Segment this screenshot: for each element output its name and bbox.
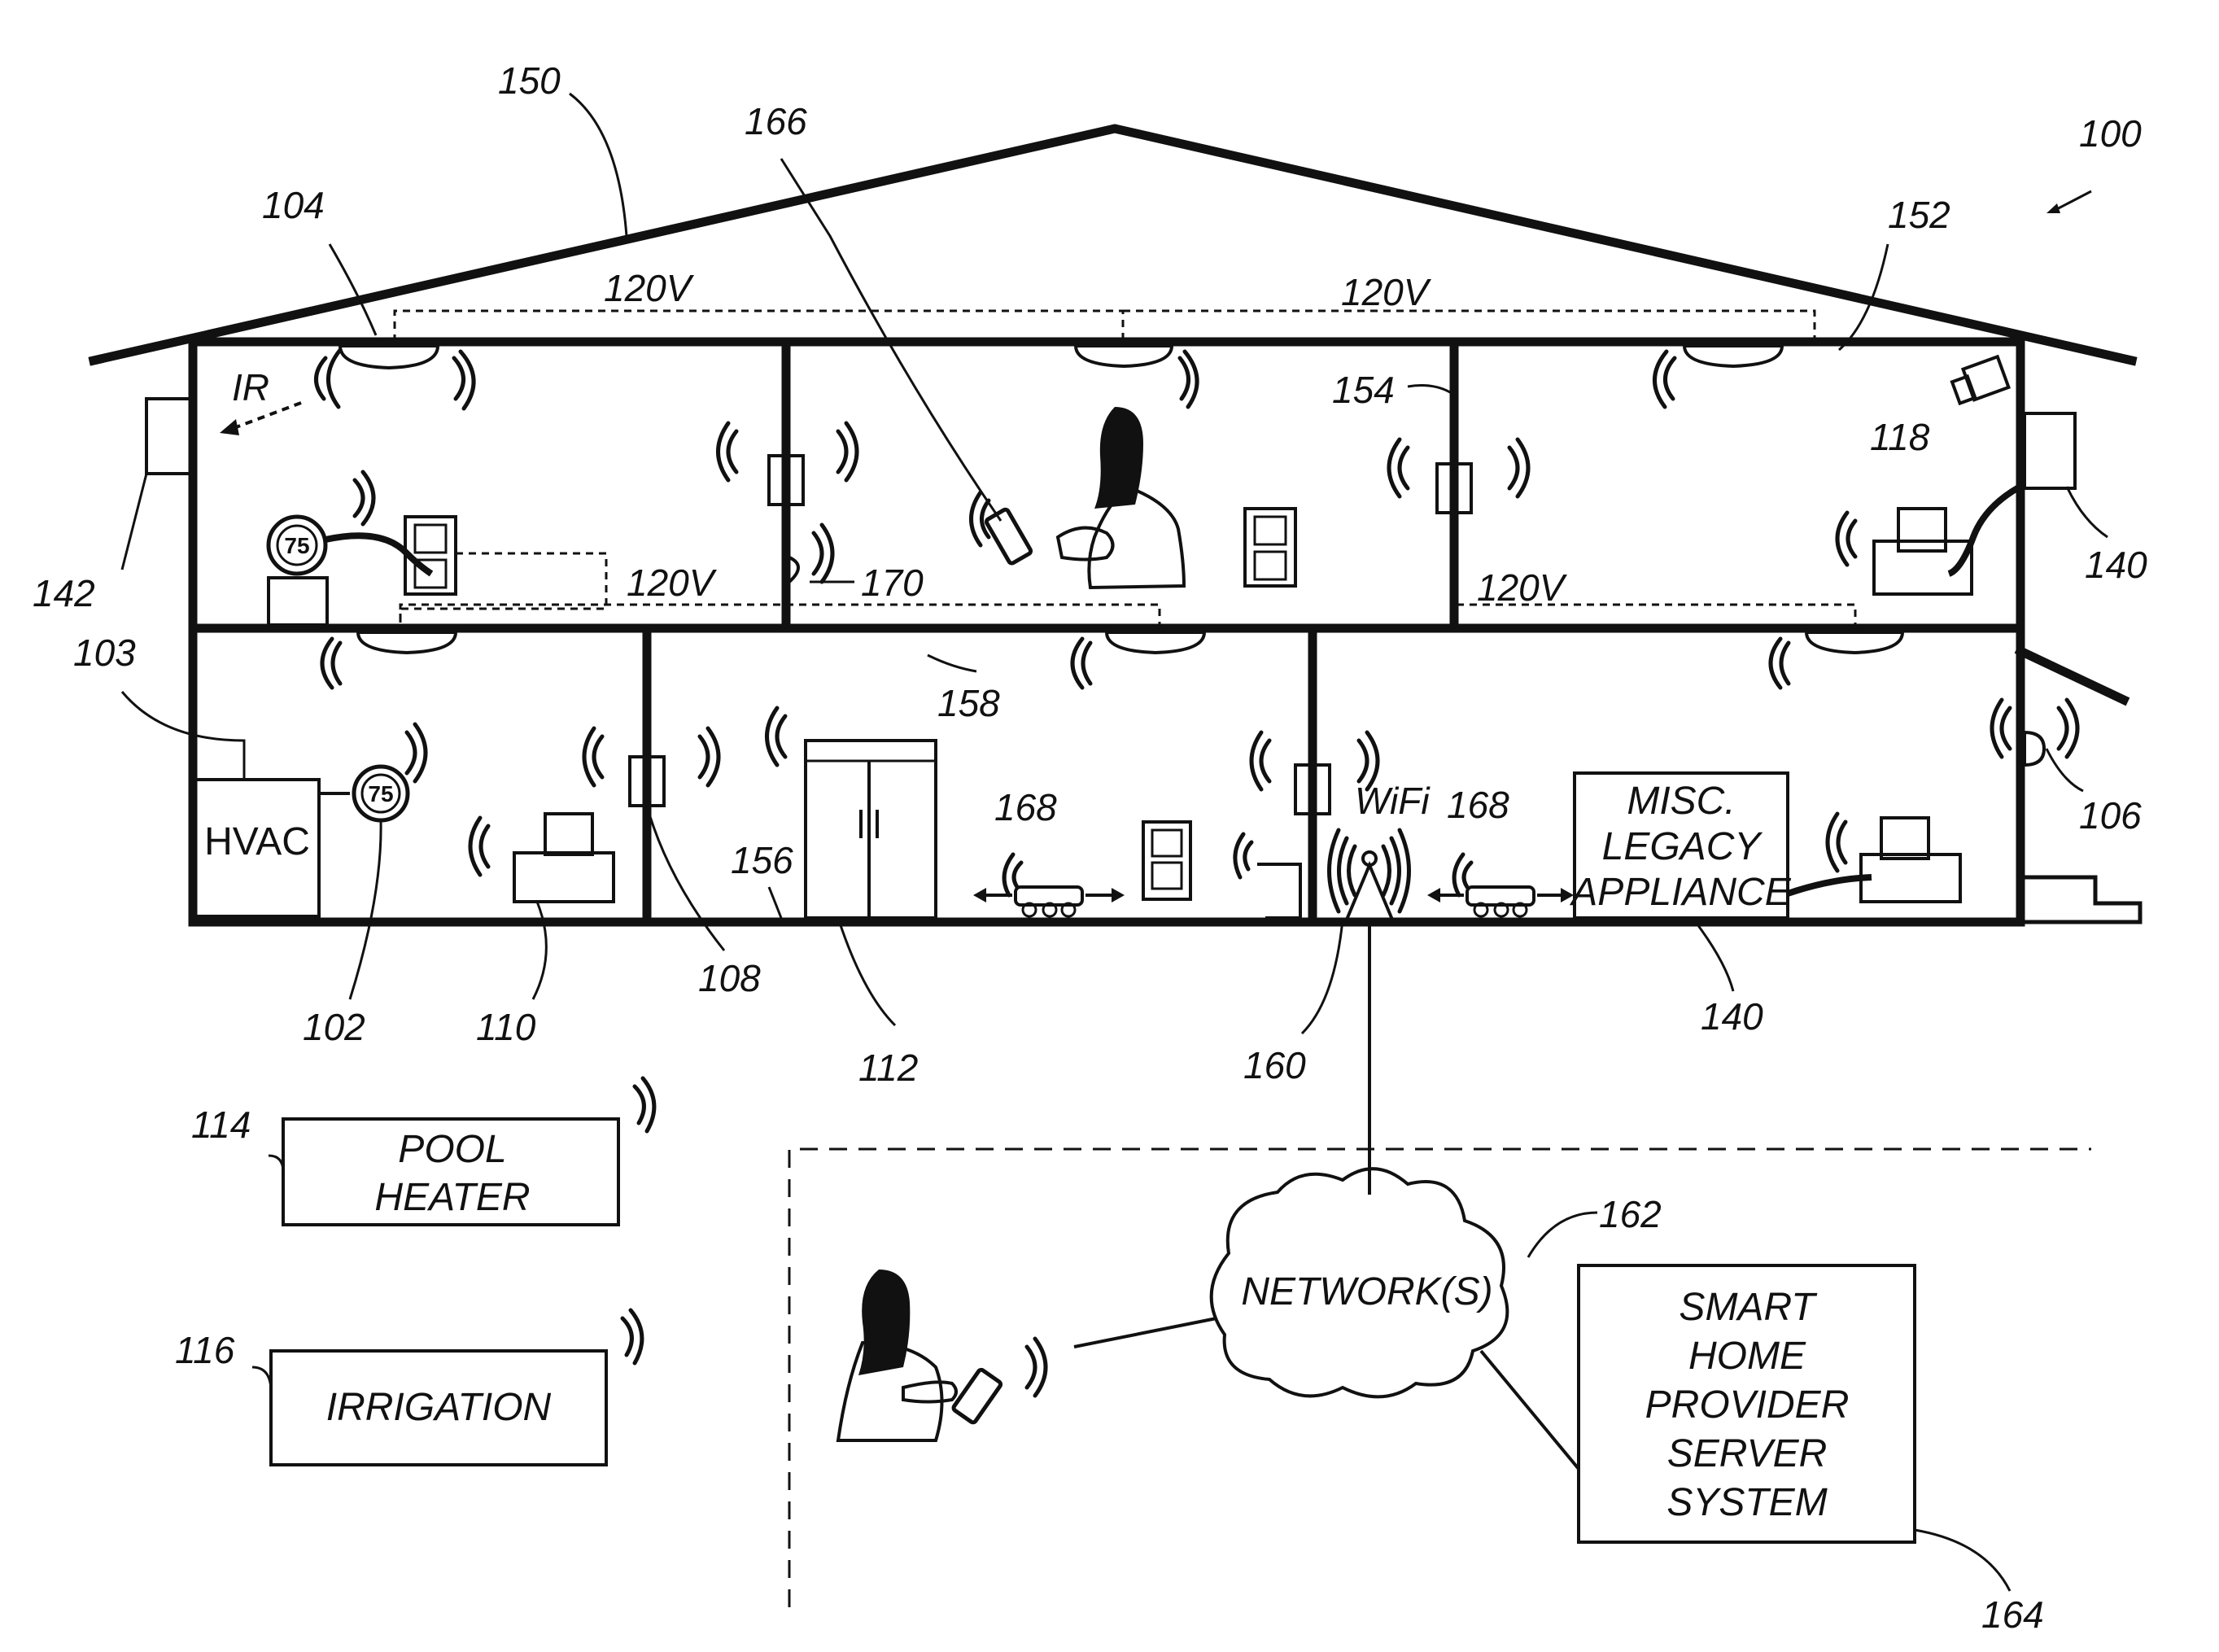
leader-lines: [122, 94, 2108, 1591]
misc-legacy-line3: APPLIANCE: [1569, 871, 1791, 914]
ref-102: 102: [303, 1006, 365, 1048]
small-device: [1257, 864, 1300, 918]
robot-right: [1427, 887, 1574, 916]
ref-112: 112: [858, 1047, 918, 1089]
voltage-labels: 120V 120V 120V 120V: [604, 267, 1568, 609]
ref-154: 154: [1332, 369, 1395, 411]
outside-systems: NETWORK(S) SMART HOME PROVIDER SERVER SY…: [271, 922, 2091, 1607]
ref-110: 110: [476, 1006, 536, 1048]
ref-103: 103: [73, 632, 136, 674]
ref-168b: 168: [1447, 784, 1509, 826]
pool-heater-line2: HEATER: [374, 1176, 530, 1219]
ref-156: 156: [731, 839, 793, 881]
ref-164: 164: [1981, 1593, 2044, 1636]
thermostat-bottom-value: 75: [368, 781, 393, 806]
ref-100: 100: [2079, 112, 2142, 155]
ref-140b: 140: [1701, 995, 1763, 1038]
roof: [94, 129, 2132, 361]
outdoor-device-140: [2025, 413, 2075, 488]
server-line3: PROVIDER: [1645, 1383, 1850, 1427]
voltage-4: 120V: [1477, 566, 1568, 609]
outlet-upper-middle: [1245, 509, 1295, 586]
wiring-top-left: [395, 311, 1123, 342]
misc-legacy-line2: LEGACY: [1602, 825, 1763, 868]
ref-170: 170: [861, 562, 924, 604]
hazard-detector-5: [1107, 632, 1204, 653]
ref-150: 150: [498, 59, 561, 102]
person-inside: [1058, 407, 1184, 588]
smart-plug-110: [514, 853, 614, 902]
doorbell-106: [2025, 732, 2044, 765]
voltage-3: 120V: [627, 562, 718, 604]
wireless-waves: [316, 350, 2077, 1396]
hazard-detector-1: [340, 346, 438, 368]
camera-118: [1952, 356, 2008, 403]
server-line4: SERVER: [1667, 1432, 1828, 1475]
outlet-110: [545, 814, 592, 854]
sensor-170: [789, 557, 798, 582]
server-line2: HOME: [1688, 1335, 1806, 1378]
thermostat-top-value: 75: [284, 533, 309, 558]
porch-steps: [2020, 877, 2140, 922]
ref-114: 114: [191, 1104, 251, 1146]
house-structure: [94, 129, 2140, 922]
pool-heater-line1: POOL: [398, 1128, 506, 1171]
ref-152: 152: [1888, 194, 1950, 236]
ref-116: 116: [175, 1329, 235, 1371]
network-to-person: [1074, 1318, 1217, 1347]
outdoor-device-142: [146, 399, 191, 474]
tablet-outside: [953, 1369, 1002, 1424]
server-line5: SYSTEM: [1666, 1481, 1827, 1524]
ref-140a: 140: [2085, 544, 2147, 586]
tablet-166: [985, 509, 1032, 565]
ir-signal: IR: [220, 366, 301, 435]
voltage-2: 120V: [1341, 271, 1432, 313]
ref-160: 160: [1243, 1044, 1306, 1086]
hazard-detector-4: [358, 632, 456, 653]
ref-108: 108: [698, 957, 761, 999]
outlet-legacy: [1881, 818, 1929, 859]
ref-118: 118: [1870, 416, 1930, 458]
wall-switches: [630, 456, 1471, 814]
ref-142: 142: [33, 572, 95, 614]
network-to-server: [1481, 1351, 1579, 1469]
ref-166: 166: [745, 100, 807, 142]
porch-roof: [2020, 651, 2124, 700]
person-outside: [838, 1270, 1002, 1440]
wifi-label: WiFi: [1355, 780, 1431, 822]
ref-106: 106: [2079, 794, 2142, 837]
smart-plug-legacy: [1861, 854, 1960, 902]
remote-boundary: [789, 1149, 2091, 1607]
robot-left: [973, 887, 1125, 916]
ref-162: 162: [1599, 1193, 1662, 1235]
misc-legacy-line1: MISC.: [1627, 780, 1735, 823]
thermostat-stand: [269, 578, 327, 625]
hazard-detector-6: [1806, 632, 1902, 653]
outlet-upper-right: [1898, 509, 1946, 551]
hazard-detector-3: [1684, 346, 1782, 366]
wiring-top-right: [1123, 311, 1815, 342]
irrigation-label: IRRIGATION: [326, 1386, 552, 1429]
hazard-detector-2: [1076, 346, 1172, 366]
ref-158: 158: [937, 682, 1000, 724]
voltage-1: 120V: [604, 267, 695, 309]
ref-104: 104: [262, 184, 325, 226]
ref-168a: 168: [994, 786, 1057, 828]
ir-label: IR: [232, 366, 269, 409]
hvac-label: HVAC: [204, 820, 310, 863]
wiring-upper-left-outlet: [400, 553, 606, 628]
network-label: NETWORK(S): [1241, 1270, 1492, 1313]
server-line1: SMART: [1679, 1286, 1818, 1329]
